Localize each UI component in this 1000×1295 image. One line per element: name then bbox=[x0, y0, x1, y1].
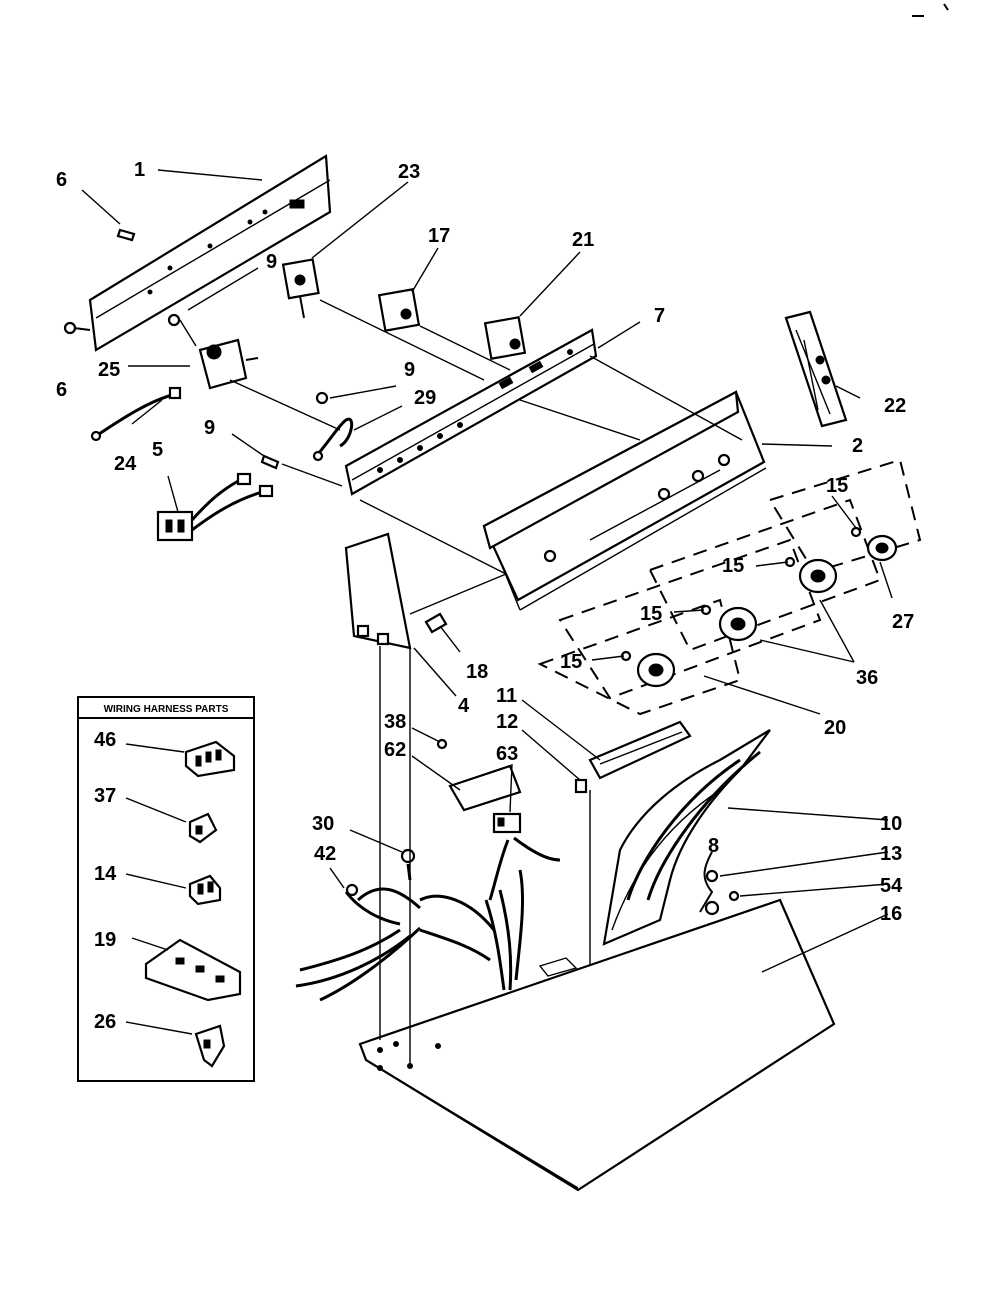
callout-4: 4 bbox=[458, 695, 470, 717]
callout-37: 37 bbox=[94, 785, 116, 807]
part-4-side-panel bbox=[344, 532, 412, 650]
part-54-nut bbox=[704, 890, 740, 916]
part-9-screw-b bbox=[315, 391, 329, 405]
part-24-wire-lead bbox=[90, 386, 182, 442]
callout-54: 54 bbox=[880, 875, 903, 897]
part-9-screw-c bbox=[260, 454, 280, 470]
part-36-knob-b bbox=[718, 606, 758, 642]
wiring-harness-box-title: WIRING HARNESS PARTS bbox=[104, 704, 229, 715]
callout-12: 12 bbox=[496, 711, 518, 733]
callout-26: 26 bbox=[94, 1011, 116, 1033]
part-27-knob bbox=[866, 534, 898, 562]
callout-16: 16 bbox=[880, 903, 902, 925]
leader-lines bbox=[81, 169, 893, 973]
callout-63: 63 bbox=[496, 743, 518, 765]
callout-38: 38 bbox=[384, 711, 406, 733]
callout-18: 18 bbox=[466, 661, 488, 683]
part-25-timer bbox=[198, 338, 259, 390]
scan-marks bbox=[912, 3, 949, 17]
part-42-wire-harness bbox=[295, 836, 561, 1002]
callout-14: 14 bbox=[94, 863, 117, 885]
part-20-knob bbox=[636, 652, 676, 688]
part-18-clip bbox=[424, 612, 448, 634]
callout-15: 15 bbox=[722, 555, 744, 577]
callout-30: 30 bbox=[312, 813, 334, 835]
callout-1: 1 bbox=[134, 159, 145, 181]
callout-27: 27 bbox=[892, 611, 914, 633]
part-14-connector bbox=[125, 873, 222, 906]
callout-46: 46 bbox=[94, 729, 116, 751]
callout-9: 9 bbox=[404, 359, 415, 381]
part-46-connector bbox=[125, 740, 236, 778]
part-6-screw-bottom bbox=[63, 321, 91, 335]
callout-2: 2 bbox=[852, 435, 863, 457]
part-11-bracket bbox=[588, 720, 692, 780]
part-12-screw bbox=[574, 778, 588, 794]
wiring-harness-parts-box: WIRING HARNESS PARTS bbox=[77, 696, 255, 1082]
part-7-bracket bbox=[344, 328, 598, 496]
part-26-connector bbox=[125, 1021, 226, 1068]
part-62-label bbox=[448, 764, 522, 812]
callout-15: 15 bbox=[826, 475, 848, 497]
callout-7: 7 bbox=[654, 305, 665, 327]
part-17-switch bbox=[377, 288, 421, 332]
callout-24: 24 bbox=[114, 453, 137, 475]
callout-9: 9 bbox=[204, 417, 215, 439]
callout-13: 13 bbox=[880, 843, 902, 865]
callout-11: 11 bbox=[496, 685, 517, 707]
part-16-base bbox=[358, 898, 836, 1192]
part-9-screw-a bbox=[167, 313, 181, 327]
callout-17: 17 bbox=[428, 225, 450, 247]
part-21-switch bbox=[483, 316, 527, 360]
part-36-knob-a bbox=[798, 558, 838, 594]
callout-15: 15 bbox=[560, 651, 582, 673]
part-2-console bbox=[482, 390, 767, 611]
callout-23: 23 bbox=[398, 161, 420, 183]
callout-8: 8 bbox=[708, 835, 719, 857]
callout-29: 29 bbox=[414, 387, 436, 409]
callout-42: 42 bbox=[314, 843, 336, 865]
part-23-switch bbox=[281, 258, 320, 319]
callout-21: 21 bbox=[572, 229, 594, 251]
part-13-washer bbox=[705, 869, 719, 883]
part-63-connector bbox=[492, 812, 522, 834]
callout-20: 20 bbox=[824, 717, 846, 739]
callout-62: 62 bbox=[384, 739, 406, 761]
callout-6: 6 bbox=[56, 379, 67, 401]
callout-19: 19 bbox=[94, 929, 116, 951]
part-29-lead-wire bbox=[312, 417, 354, 462]
part-6-screw-top bbox=[116, 228, 136, 242]
part-8-wire bbox=[699, 851, 714, 913]
knob-dashed-boxes bbox=[537, 458, 922, 716]
callout-labels: 1 6 23 17 21 9 7 6 25 9 29 22 9 24 5 2 1… bbox=[56, 159, 914, 1033]
part-37-connector bbox=[125, 797, 218, 844]
callout-10: 10 bbox=[880, 813, 902, 835]
callout-22: 22 bbox=[884, 395, 906, 417]
part-19-connector bbox=[131, 937, 242, 1002]
part-5-connector-harness bbox=[156, 472, 274, 542]
callout-5: 5 bbox=[152, 439, 163, 461]
part-1-rear-panel bbox=[88, 154, 332, 352]
callout-25: 25 bbox=[98, 359, 120, 381]
callout-36: 36 bbox=[856, 667, 878, 689]
callout-15: 15 bbox=[640, 603, 662, 625]
part-22-end-cap bbox=[784, 310, 848, 428]
callout-9: 9 bbox=[266, 251, 277, 273]
callout-6: 6 bbox=[56, 169, 67, 191]
